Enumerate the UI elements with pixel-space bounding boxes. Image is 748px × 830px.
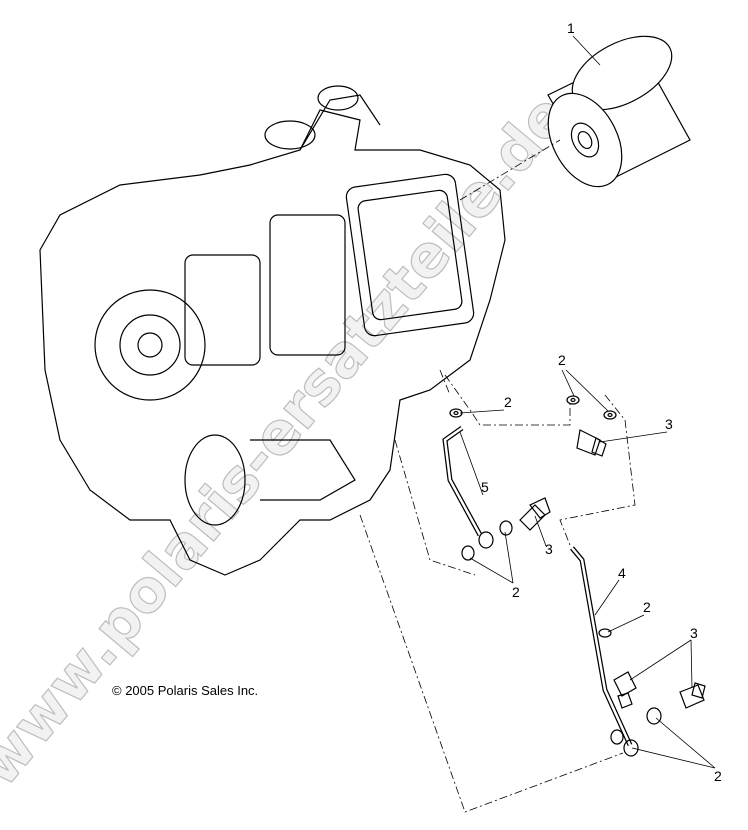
callout-3: 3 [665, 416, 673, 432]
callout-2: 2 [643, 599, 651, 615]
callout-2: 2 [558, 352, 566, 368]
bolts [519, 429, 706, 709]
copyright-notice: © 2005 Polaris Sales Inc. [112, 683, 259, 698]
callout-3: 3 [545, 541, 553, 557]
callout-2: 2 [714, 768, 722, 784]
engine-crankcase [39, 109, 506, 576]
callout-5: 5 [481, 479, 489, 495]
dashed-assembly-lines [359, 139, 636, 813]
washers [449, 395, 662, 757]
callout-4: 4 [618, 565, 626, 581]
oil-filter [547, 35, 691, 188]
callout-3: 3 [690, 625, 698, 641]
callout-1: 1 [567, 20, 575, 36]
callout-2: 2 [504, 394, 512, 410]
callout-2: 2 [512, 584, 520, 600]
leader-lines [459, 35, 716, 769]
